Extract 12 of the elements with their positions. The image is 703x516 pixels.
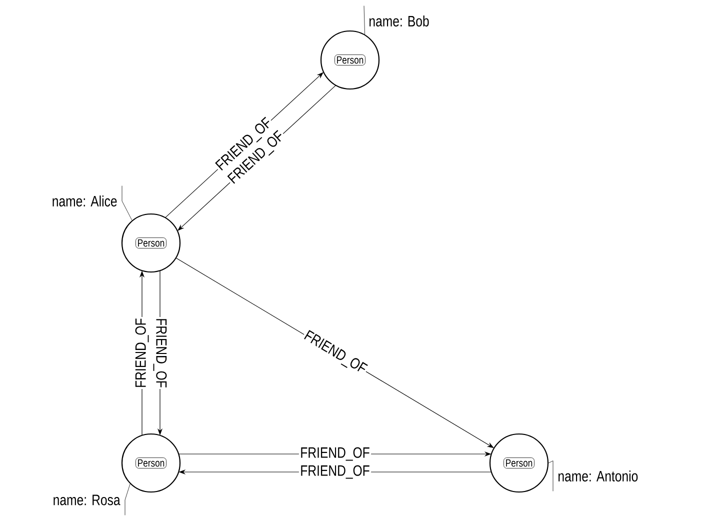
leader-line [124,484,130,516]
property-label: name: Antonio [558,470,638,482]
edge-label: FRIEND_OF [298,464,372,480]
property-label: name: Bob [370,15,429,26]
edge-label: FRIEND_OF [134,316,150,390]
leader-line [548,460,554,492]
edge-label: FRIEND_OF [152,316,168,390]
property-label: name: Alice [52,195,117,206]
leader-line [364,6,365,35]
leader-line [122,186,132,221]
edge-label: FRIEND_OF [298,446,372,462]
property-label: name: Rosa [54,494,120,506]
